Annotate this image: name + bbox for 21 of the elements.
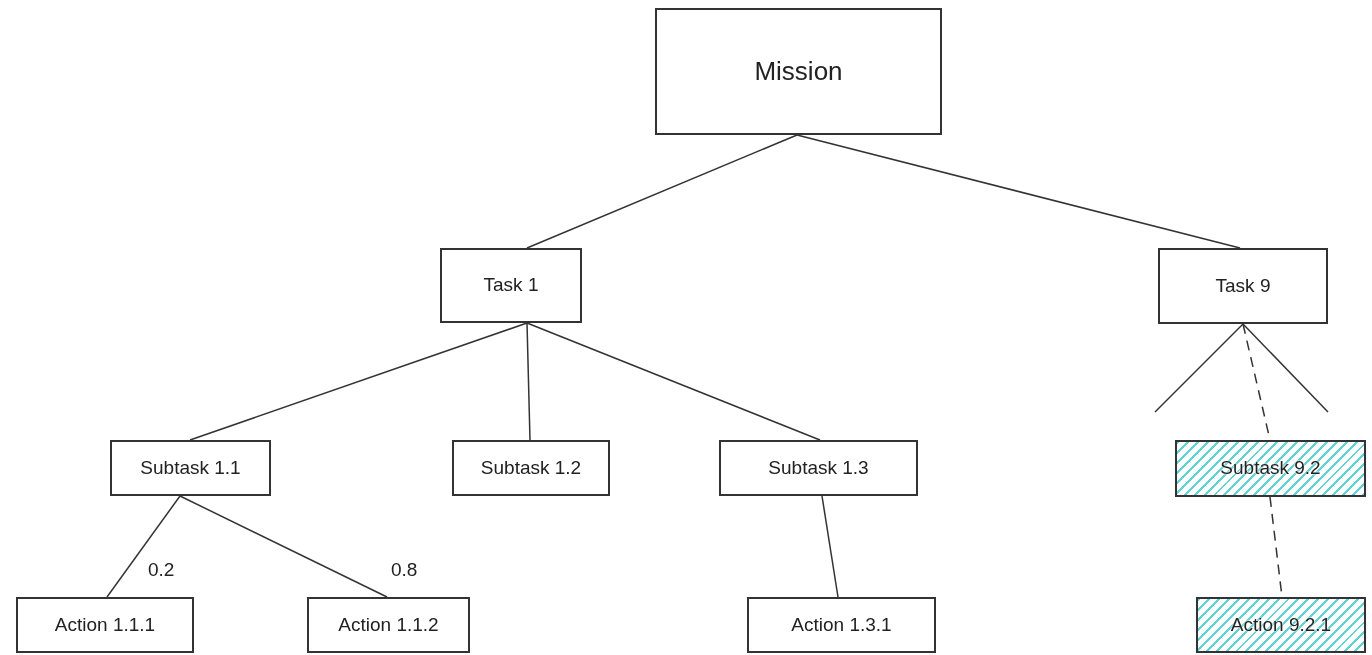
connector-line bbox=[526, 322, 821, 441]
connector-line bbox=[179, 495, 388, 598]
connector-line bbox=[796, 134, 1241, 249]
connector-line bbox=[821, 495, 839, 598]
connector-line bbox=[1154, 323, 1244, 413]
tree-box: Action 1.1.1 bbox=[16, 597, 194, 653]
connector-line bbox=[526, 322, 531, 441]
connector-line bbox=[189, 322, 528, 441]
tree-box: Task 1 bbox=[440, 248, 582, 323]
tree-box: Task 9 bbox=[1158, 248, 1328, 324]
tree-box: Mission bbox=[655, 8, 942, 135]
connector-line bbox=[106, 495, 181, 598]
tree-box: Subtask 1.2 bbox=[452, 440, 610, 496]
tree-box: Action 1.3.1 bbox=[747, 597, 936, 653]
edge-label: 0.8 bbox=[389, 560, 420, 579]
tree-box: Subtask 1.3 bbox=[719, 440, 918, 496]
tree-box: Subtask 1.1 bbox=[110, 440, 271, 496]
tree-box: Action 1.1.2 bbox=[307, 597, 470, 653]
connector-line bbox=[526, 134, 798, 249]
edge-label: 0.2 bbox=[146, 560, 177, 579]
connector-line bbox=[1242, 323, 1329, 413]
